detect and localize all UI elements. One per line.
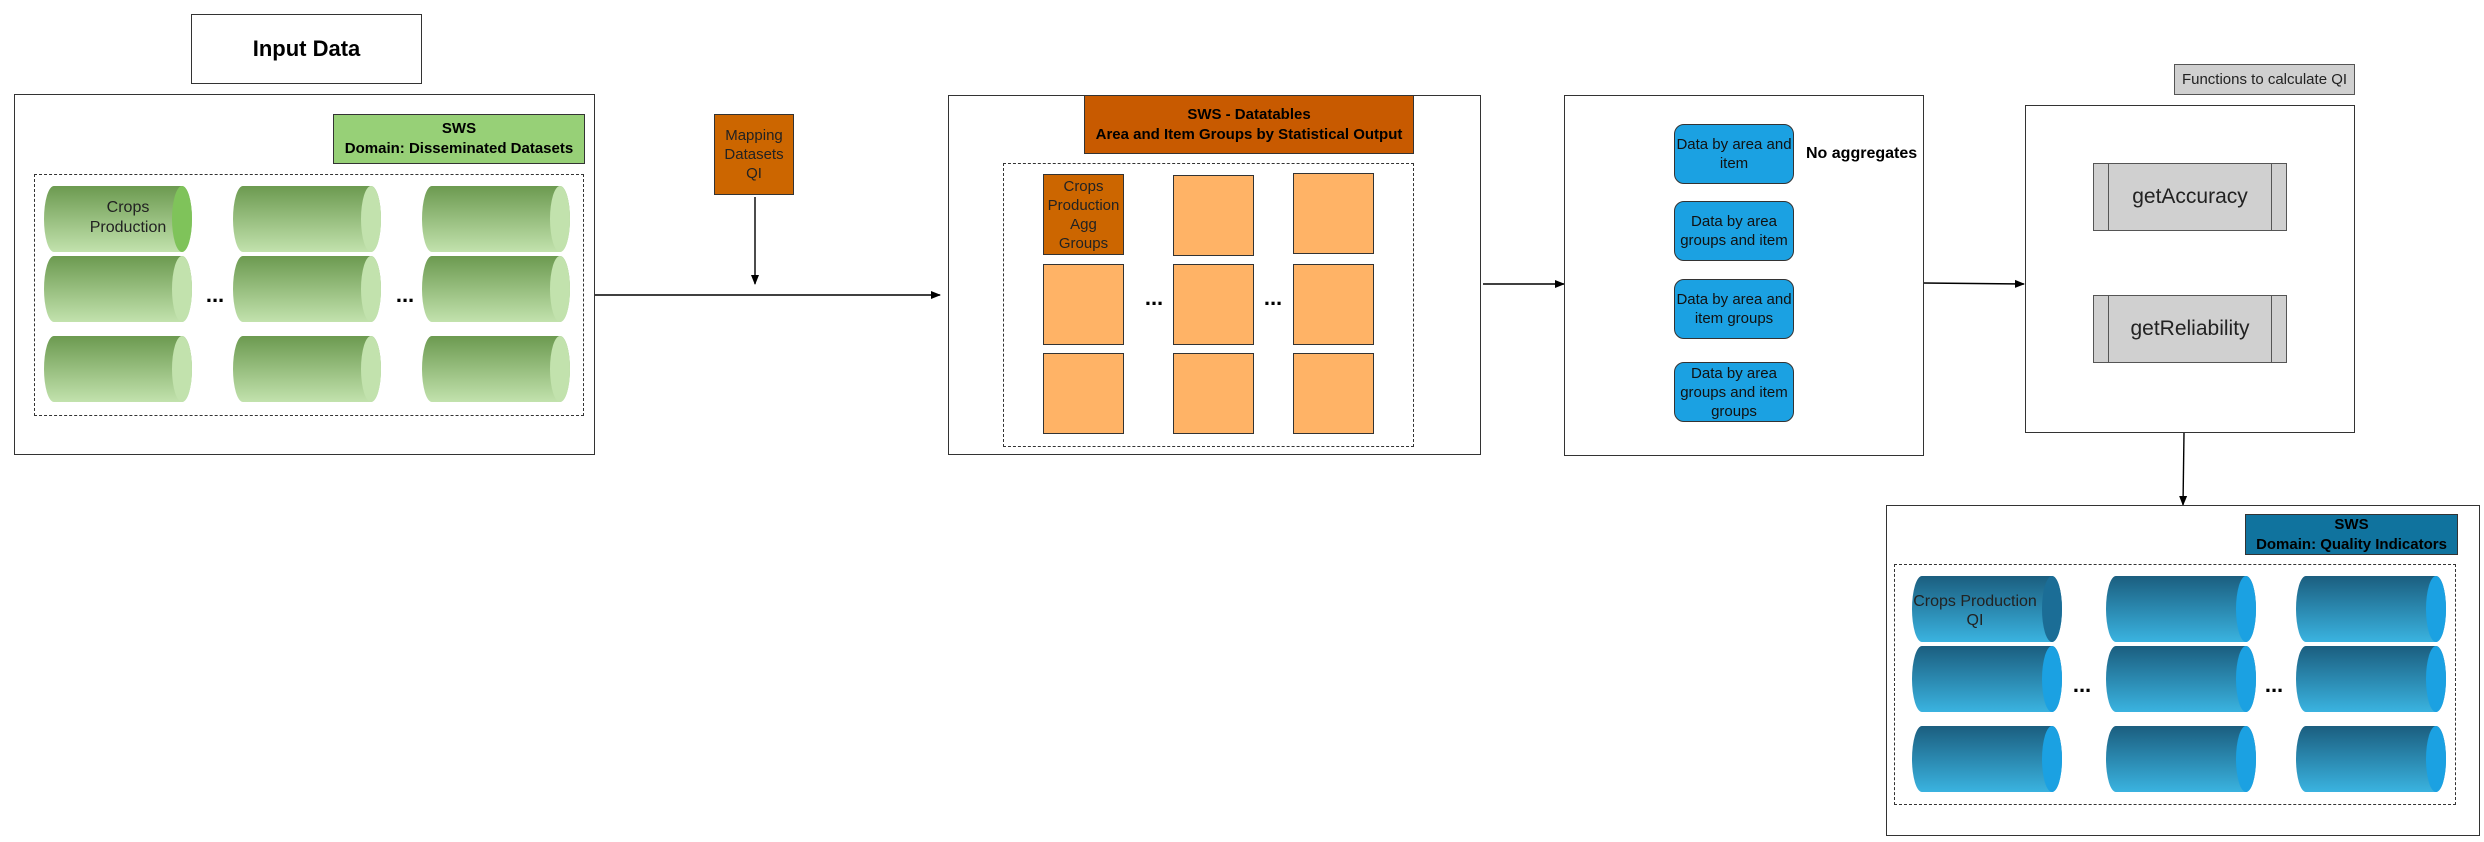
cylinder — [2106, 726, 2256, 792]
functions-container — [2025, 105, 2355, 433]
disseminated-container — [14, 94, 595, 455]
datatable-square — [1173, 264, 1254, 345]
quality-container — [1886, 505, 2480, 836]
agg-area-groups-item-groups-text: Data by area groups and item groups — [1680, 364, 1788, 420]
agg-area-groups-item-groups: Data by area groups and item groups — [1674, 362, 1794, 422]
datatables-ellipsis-right: ... — [1263, 285, 1283, 310]
agg-area-item-text: Data by area and item — [1676, 136, 1792, 172]
cylinder-label-crops-production: Crops Production — [89, 199, 167, 236]
sws-datatables-line2: Area and Item Groups by Statistical Outp… — [1095, 125, 1403, 143]
cylinder — [233, 256, 381, 322]
sws-disseminated-line1: SWS — [441, 120, 477, 137]
datatable-square — [1043, 353, 1124, 434]
cylinder — [233, 186, 381, 252]
agg-area-item-groups: Data by area and item groups — [1674, 279, 1794, 339]
cylinder — [44, 256, 192, 322]
agg-area-groups-item: Data by area groups and item — [1674, 201, 1794, 261]
get-reliability-function: getReliability — [2093, 295, 2287, 363]
datatable-square — [1293, 264, 1374, 345]
cylinder — [233, 336, 381, 402]
cylinder — [1912, 646, 2062, 712]
agg-area-item: Data by area and item — [1674, 124, 1794, 184]
square-crops-production-agg-groups: Crops Production Agg Groups — [1043, 174, 1124, 255]
flow-arrows — [595, 197, 2188, 506]
arrow-functions-to-quality — [2179, 432, 2188, 506]
functions-header: Functions to calculate QI — [2174, 64, 2355, 95]
cylinder — [44, 186, 192, 252]
quality-ellipsis-left: ... — [2072, 672, 2092, 697]
datatable-square — [1173, 175, 1254, 256]
get-reliability-text: getReliability — [2130, 317, 2250, 340]
sws-quality-label: SWS Domain: Quality Indicators — [2245, 514, 2458, 555]
datatable-square — [1293, 173, 1374, 254]
input-data-title-text: Input Data — [252, 36, 361, 61]
datatable-square — [1173, 353, 1254, 434]
aggregation-container — [1564, 95, 1924, 456]
sws-disseminated-line2: Domain: Disseminated Datasets — [344, 140, 574, 157]
datatable-square — [1043, 264, 1124, 345]
cylinder — [2106, 576, 2256, 642]
cylinder — [2296, 576, 2446, 642]
cylinder — [2296, 646, 2446, 712]
quality-dashed-group — [1894, 564, 2456, 805]
disseminated-dashed-group — [34, 174, 584, 416]
sws-quality-line1: SWS — [2334, 515, 2369, 533]
cylinder — [2106, 646, 2256, 712]
sws-datatables-label: SWS - Datatables Area and Item Groups by… — [1084, 95, 1414, 154]
cylinder — [422, 186, 570, 252]
cylinder — [422, 256, 570, 322]
ellipsis-left: ... — [205, 282, 225, 307]
functions-header-text: Functions to calculate QI — [2181, 71, 2348, 88]
datatable-square — [1293, 353, 1374, 434]
cylinder-label-crops-production-qi: Crops Production QI — [1913, 593, 2037, 629]
get-accuracy-text: getAccuracy — [2132, 185, 2248, 208]
cylinder — [2296, 726, 2446, 792]
arrow-aggregation-to-functions — [1922, 279, 2025, 288]
ellipsis-right: ... — [395, 282, 415, 307]
agg-area-groups-item-text: Data by area groups and item — [1680, 213, 1788, 249]
cylinder — [1912, 726, 2062, 792]
mapping-text: Mapping Datasets QI — [724, 127, 784, 182]
sws-quality-line2: Domain: Quality Indicators — [2256, 535, 2447, 553]
mapping-datasets-qi: Mapping Datasets QI — [714, 114, 794, 195]
get-accuracy-function: getAccuracy — [2093, 163, 2287, 231]
cylinder — [422, 336, 570, 402]
sws-datatables-line1: SWS - Datatables — [1187, 105, 1311, 123]
cylinder — [44, 336, 192, 402]
input-data-title: Input Data — [191, 14, 422, 84]
quality-ellipsis-right: ... — [2264, 672, 2284, 697]
datatables-dashed-group — [1003, 163, 1414, 447]
datatables-ellipsis-left: ... — [1144, 285, 1164, 310]
sws-disseminated-label: SWS Domain: Disseminated Datasets — [333, 114, 585, 164]
agg-area-item-groups-text: Data by area and item groups — [1676, 291, 1792, 327]
quality-cylinders — [1912, 576, 2446, 792]
no-aggregates-label: No aggregates — [1806, 145, 1918, 162]
cylinder — [1912, 576, 2062, 642]
square-crops-text: Crops Production Agg Groups — [1047, 177, 1120, 252]
disseminated-cylinders — [44, 186, 570, 402]
